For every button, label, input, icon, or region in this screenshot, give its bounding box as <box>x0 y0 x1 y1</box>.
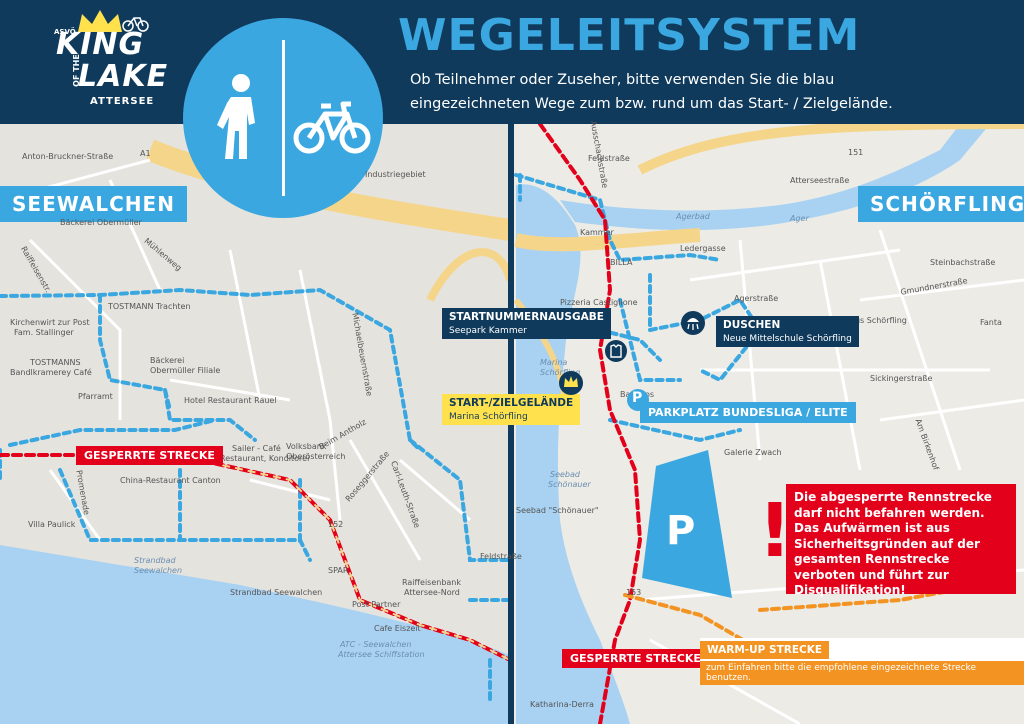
logo-attersee: ATTERSEE <box>90 96 155 107</box>
map-label: Kammer <box>580 228 614 237</box>
road-number: 152 <box>328 520 344 529</box>
map-label: Pfarramt <box>78 392 113 401</box>
startnumber-shirt-icon <box>605 340 627 362</box>
crown-icon <box>559 371 583 395</box>
map-label: Atterseestraße <box>790 176 850 185</box>
pedestrian-icon <box>217 74 255 159</box>
map-label: Cafe Eiszeit <box>374 624 421 633</box>
closed-route-label-left: GESPERRTE STRECKE <box>76 446 223 465</box>
mode-circle <box>183 18 383 218</box>
page-subtitle: Ob Teilnehmer oder Zuseher, bitte verwen… <box>410 68 1010 116</box>
road-number: 151 <box>848 148 864 157</box>
bicycle-icon <box>293 101 371 154</box>
map-label: Bäckerei <box>150 356 185 365</box>
map-label: TOSTMANN Trachten <box>108 302 191 311</box>
page-title: WEGELEITSYSTEM <box>398 10 861 61</box>
crown-logo-icon <box>78 10 122 32</box>
map-label: Anton-Bruckner-Straße <box>22 152 114 161</box>
map-label: Obermüller Filiale <box>150 366 221 375</box>
map-label: Schörfling <box>540 368 581 377</box>
road-number: A1 <box>140 149 151 158</box>
start-finish-label: START-/ZIELGELÄNDE Marina Schörfling <box>442 394 581 425</box>
map-label: Agerstraße <box>734 294 779 303</box>
map-label: Pizzeria Castiglione <box>560 298 638 307</box>
map-label: China-Restaurant Canton <box>120 476 221 485</box>
map-label: Seewalchen <box>134 566 183 575</box>
map-label: Sickingerstraße <box>870 374 933 383</box>
map-label: Feldstraße <box>480 552 522 561</box>
map-label: Katharina-Derra <box>530 700 594 709</box>
map-label: Villa Paulick <box>28 520 76 529</box>
logo: ASVÖ KING OF THE LAKE ATTERSEE <box>40 10 180 120</box>
map-label: Schönauer <box>548 480 591 489</box>
map-label: Marina <box>540 358 568 367</box>
map-label: Ledergasse <box>680 244 726 253</box>
map-label: Raiffeisenbank <box>402 578 462 587</box>
showers-title: DUSCHEN <box>723 319 781 331</box>
map-label: Kirchenwirt zur Post <box>10 318 90 327</box>
map-label: Post Partner <box>352 600 401 609</box>
logo-small: ASVÖ <box>54 28 76 36</box>
parking-area-letter: P <box>666 508 696 554</box>
logo-lake: LAKE <box>78 59 169 94</box>
showers-sub: Neue Mittelschule Schörfling <box>723 334 852 344</box>
parking-label: PARKPLATZ BUNDESLIGA / ELITE <box>640 402 856 423</box>
map-label: ATC - Seewalchen <box>340 640 412 649</box>
map-label: BILLA <box>610 258 633 267</box>
map-label: Industriegebiet <box>365 170 426 179</box>
start-finish-sub: Marina Schörfling <box>449 412 528 422</box>
map-label: Oberösterreich <box>286 452 346 461</box>
warmup-title: WARM-UP STRECKE <box>700 641 830 659</box>
warmup-label: WARM-UP STRECKE zum Einfahren bitte die … <box>700 638 1024 685</box>
map-label: Agerbad <box>676 212 710 221</box>
warmup-sub: zum Einfahren bitte die empfohlene einge… <box>700 661 1024 685</box>
startnumber-title: STARTNUMMERNAUSGABE <box>449 311 604 323</box>
town-seewalchen: SEEWALCHEN <box>0 186 187 222</box>
map-label: Attersee-Nord <box>404 588 460 597</box>
map-label: Sailer - Café <box>232 444 281 453</box>
map-label: Seebad "Schönauer" <box>516 506 599 515</box>
showers-label: DUSCHEN Neue Mittelschule Schörfling <box>716 316 859 347</box>
map-label: Galerie Zwach <box>724 448 782 457</box>
start-finish-title: START-/ZIELGELÄNDE <box>449 397 574 409</box>
startnumber-sub: Seepark Kammer <box>449 326 527 336</box>
map-label: Steinbachstraße <box>930 258 996 267</box>
map-label: Ager <box>790 214 809 223</box>
closed-route-label-right: GESPERRTE STRECKE <box>562 649 709 668</box>
map-label: Fanta <box>980 318 1002 327</box>
warning-box: Die abgesperrte Rennstrecke darf nicht b… <box>786 484 1016 597</box>
bicycle-logo-icon <box>122 17 149 32</box>
map-label: Bandlkramerey Café <box>10 368 92 377</box>
parking-letter-small: P <box>632 390 643 406</box>
subtitle-line-2: eingezeichneten Wege zum bzw. rund um da… <box>410 96 893 112</box>
startnumber-label: STARTNUMMERNAUSGABE Seepark Kammer <box>442 308 611 339</box>
map-label: SPAR <box>328 566 349 575</box>
shower-icon <box>681 311 705 335</box>
map-label: Strandbad Seewalchen <box>230 588 323 597</box>
map-label: TOSTMANNS <box>30 358 81 367</box>
road-number: 153 <box>626 588 642 597</box>
map-label: Feldstraße <box>588 154 630 163</box>
map-label: Restaurant, Konditorei <box>220 454 310 463</box>
map-label: Fam. Stallinger <box>14 328 74 337</box>
map-label: Seebad <box>550 470 580 479</box>
map-label: Attersee Schiffstation <box>338 650 425 659</box>
logo-king: KING <box>56 27 145 62</box>
header-bar <box>0 0 1024 124</box>
map-label: Strandbad <box>134 556 176 565</box>
town-schoerfling: SCHÖRFLING <box>858 186 1024 222</box>
circle-divider <box>282 40 285 196</box>
map-label: Volksbank <box>286 442 327 451</box>
map-label: Hotel Restaurant Rauel <box>184 396 277 405</box>
subtitle-line-1: Ob Teilnehmer oder Zuseher, bitte verwen… <box>410 72 835 88</box>
map-label: Bäckerei Obermüller <box>60 218 142 227</box>
map-label: Heimathaus Schörfling <box>816 316 907 325</box>
